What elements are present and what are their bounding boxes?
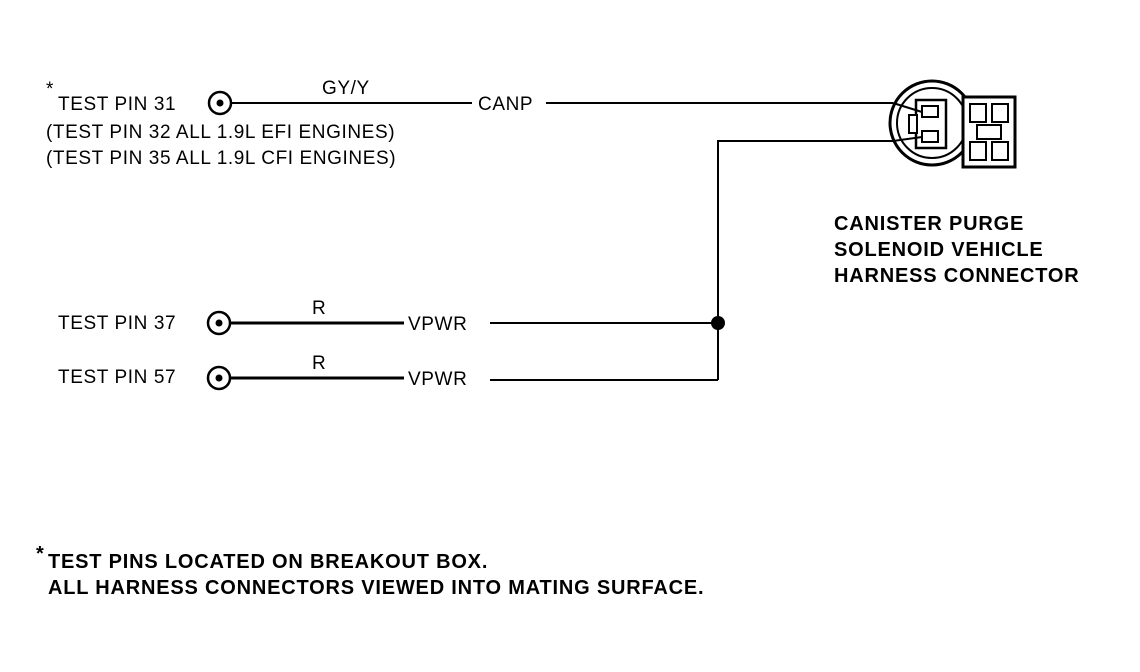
pin31-terminal-icon [207,90,233,116]
pin31-wire-color: GY/Y [322,78,370,99]
vpwr-trunk-wire [717,140,893,380]
footnote-line1: TEST PINS LOCATED ON BREAKOUT BOX. [48,551,488,573]
canp-wire-entry [892,102,923,113]
pin31-signal: CANP [478,94,533,115]
footnote-line2: ALL HARNESS CONNECTORS VIEWED INTO MATIN… [48,577,704,599]
pin57-label: TEST PIN 57 [58,367,176,388]
pin57-signal: VPWR [408,369,467,390]
connector-caption-line3: HARNESS CONNECTOR [834,265,1079,287]
pin31-label: TEST PIN 31 [58,94,176,115]
pin37-wire-color: R [312,298,326,319]
pin57-terminal-icon [206,365,232,391]
solenoid-connector-icon [888,79,1017,169]
pin37-label: TEST PIN 37 [58,313,176,334]
footnote-star: * [36,543,45,565]
vpwr-wire-entry [892,136,923,142]
pin37-signal: VPWR [408,314,467,335]
splice-junction-icon [711,316,725,330]
pin31-star: * [46,79,54,100]
connector-caption-line2: SOLENOID VEHICLE [834,239,1044,261]
pin31-note-cfi: (TEST PIN 35 ALL 1.9L CFI ENGINES) [46,148,396,169]
pin57-wire-color: R [312,353,326,374]
connector-caption-line1: CANISTER PURGE [834,213,1024,235]
pin37-terminal-icon [206,310,232,336]
pin31-note-efi: (TEST PIN 32 ALL 1.9L EFI ENGINES) [46,122,395,143]
